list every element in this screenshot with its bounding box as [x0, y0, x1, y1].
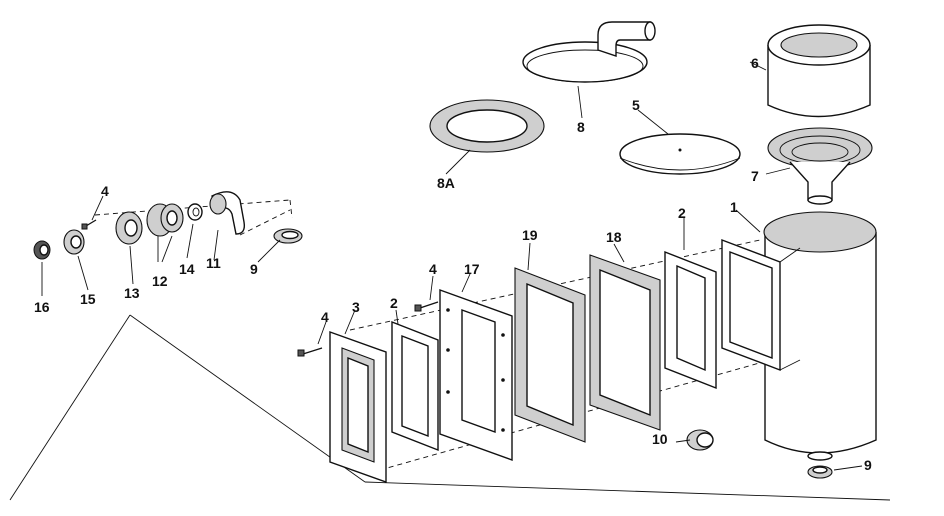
part-14-washer [187, 203, 203, 221]
label-part-2-right: 2 [678, 205, 686, 221]
label-part-19: 19 [522, 227, 538, 243]
part-2-gasket-right [664, 250, 717, 390]
label-part-8a: 8A [437, 175, 455, 191]
part-15-nut [63, 229, 85, 255]
part-8a-gasket [429, 99, 545, 153]
leader-lines [41, 61, 863, 471]
label-part-9-bottom: 9 [864, 457, 872, 473]
label-part-18: 18 [606, 229, 622, 245]
part-4-screws [81, 219, 439, 357]
part-11-elbow [209, 191, 246, 235]
label-part-3: 3 [352, 299, 360, 315]
label-part-16: 16 [34, 299, 50, 315]
part-6-basket [767, 24, 871, 118]
label-part-9-left: 9 [250, 261, 258, 277]
part-2-gasket-left [391, 320, 439, 452]
label-part-15: 15 [80, 291, 96, 307]
label-part-17: 17 [464, 261, 480, 277]
label-part-8: 8 [577, 119, 585, 135]
label-part-4-left: 4 [101, 183, 109, 199]
part-9-fitting-left [273, 228, 303, 244]
label-part-14: 14 [179, 261, 195, 277]
part-3-outer-plate [329, 331, 387, 483]
label-part-4-middle: 4 [429, 261, 437, 277]
part-10-fitting [686, 429, 714, 451]
part-19-face-plate [514, 267, 586, 443]
label-part-4-lower: 4 [321, 309, 329, 325]
label-part-5: 5 [632, 97, 640, 113]
label-part-13: 13 [124, 285, 140, 301]
label-part-11: 11 [206, 255, 221, 271]
part-7-funnel [767, 127, 873, 205]
label-part-1: 1 [730, 199, 738, 215]
part-5-disc [619, 133, 741, 175]
label-part-6: 6 [751, 55, 759, 71]
label-part-2-left: 2 [390, 295, 398, 311]
label-part-12: 12 [152, 273, 168, 289]
part-labels: 1 2 2 3 4 4 4 5 6 7 8 8A 9 9 10 11 12 13… [34, 55, 872, 473]
part-13-ring [115, 211, 143, 245]
part-17-mounting-plate [439, 289, 513, 461]
label-part-10: 10 [652, 431, 668, 447]
part-16-cap [33, 240, 51, 260]
part-9-fitting-bottom [807, 465, 833, 479]
part-12-threaded-ring [146, 203, 184, 237]
floor-lines [9, 314, 891, 501]
part-1-skimmer-body [721, 211, 877, 461]
part-8-lid [522, 21, 656, 83]
part-18-frame [589, 254, 661, 431]
label-part-7: 7 [751, 168, 759, 184]
